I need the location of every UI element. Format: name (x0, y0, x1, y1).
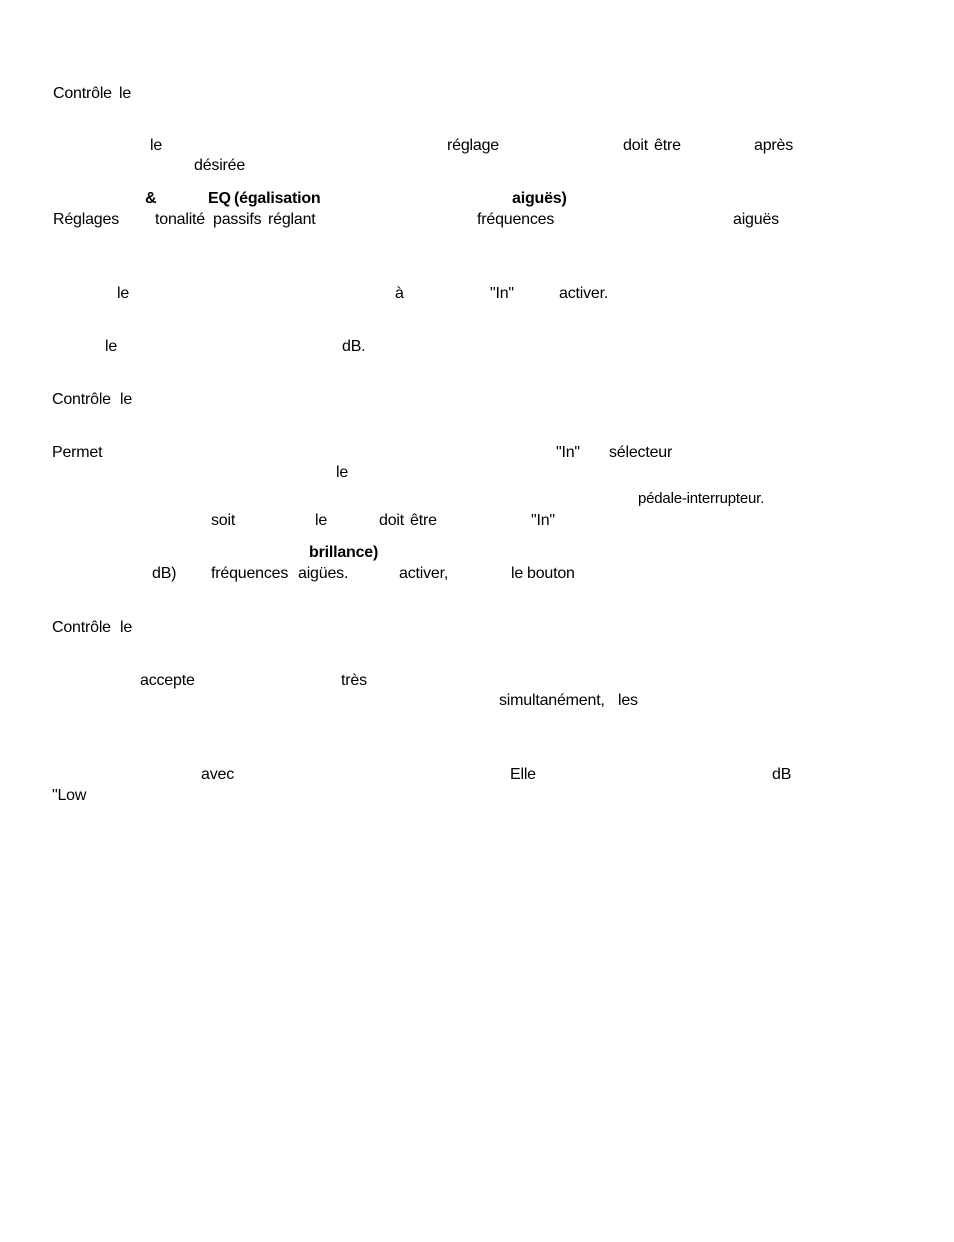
word: doit (623, 137, 648, 154)
word: le (120, 391, 133, 408)
word: Réglages (53, 211, 120, 228)
word: les (618, 692, 638, 709)
word: fréquences (211, 565, 289, 582)
word: le (511, 565, 524, 582)
word: passifs (213, 211, 262, 228)
heading-word: brillance) (309, 544, 379, 561)
word: être (654, 137, 681, 154)
word: simultanément, (499, 692, 605, 709)
word: dB (772, 766, 792, 783)
word: soit (211, 512, 236, 529)
word: "Low (52, 787, 87, 804)
word: le (105, 338, 118, 355)
word: réglant (268, 211, 316, 228)
word: "In" (490, 285, 514, 302)
heading-word: EQ (208, 190, 231, 207)
word: aiguës (733, 211, 779, 228)
word: à (395, 285, 404, 302)
heading-word: aiguës) (512, 190, 567, 207)
word: Contrôle (53, 85, 112, 102)
heading-word: (égalisation (234, 190, 321, 207)
word: le (119, 85, 132, 102)
word: pédale-interrupteur. (638, 490, 765, 507)
word: après (754, 137, 794, 154)
word: "In" (531, 512, 555, 529)
word: Elle (510, 766, 536, 783)
word: sélecteur (609, 444, 673, 461)
word: réglage (447, 137, 499, 154)
word: activer. (559, 285, 609, 302)
word: Permet (52, 444, 103, 461)
word: le (315, 512, 328, 529)
word: le (120, 619, 133, 636)
word: le (150, 137, 163, 154)
word: accepte (140, 672, 195, 689)
word: tonalité (155, 211, 205, 228)
word: "In" (556, 444, 580, 461)
word: fréquences (477, 211, 555, 228)
word: le (117, 285, 130, 302)
word: activer, (399, 565, 449, 582)
word: doit (379, 512, 404, 529)
word: aigües. (298, 565, 349, 582)
word: le (336, 464, 349, 481)
word: dB) (152, 565, 177, 582)
word: Contrôle (52, 619, 111, 636)
word: dB. (342, 338, 366, 355)
word: Contrôle (52, 391, 111, 408)
word: très (341, 672, 367, 689)
word: désirée (194, 157, 246, 174)
word: être (410, 512, 437, 529)
word: bouton (527, 565, 575, 582)
word: avec (201, 766, 234, 783)
heading-word: & (145, 190, 157, 207)
